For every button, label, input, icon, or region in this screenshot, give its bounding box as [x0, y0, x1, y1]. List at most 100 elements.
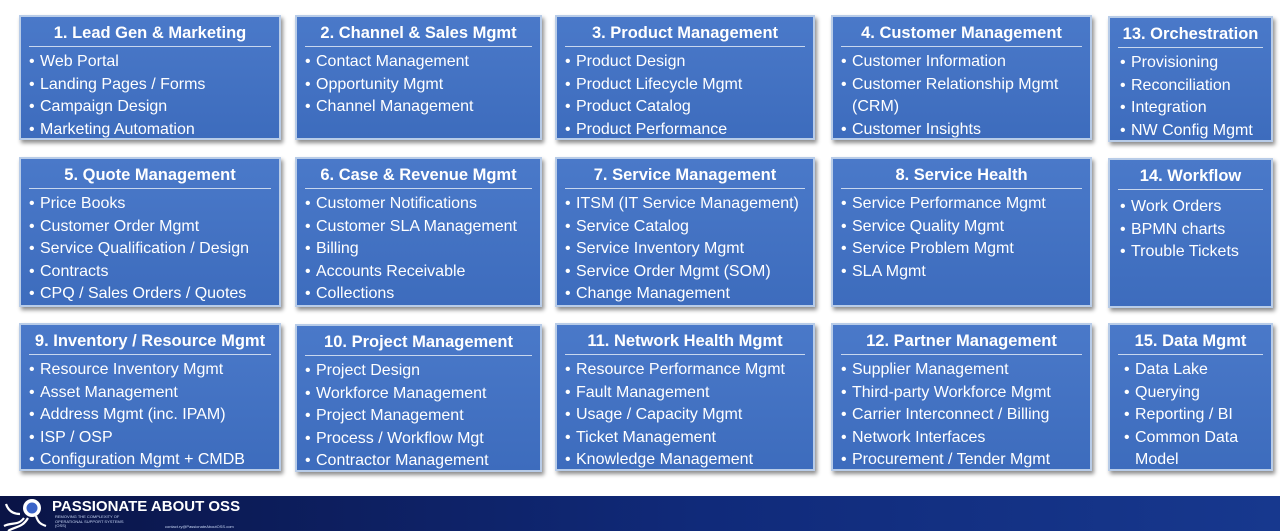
list-item: Resource Inventory Mgmt	[29, 359, 273, 382]
card-service-management: 7. Service Management ITSM (IT Service M…	[555, 157, 815, 307]
list-item: Product Lifecycle Mgmt	[565, 74, 807, 97]
list-item: SLA Mgmt	[841, 261, 1084, 284]
card-list: Data Lake Querying Reporting / BI Common…	[1110, 359, 1271, 469]
card-list: Project Design Workforce Management Proj…	[297, 360, 540, 470]
card-list: Price Books Customer Order Mgmt Service …	[21, 193, 279, 305]
card-workflow: 14. Workflow Work Orders BPMN charts Tro…	[1108, 158, 1273, 308]
list-item: Campaign Design	[29, 96, 273, 119]
capability-grid: 1. Lead Gen & Marketing Web Portal Landi…	[0, 0, 1280, 495]
list-item: Service Problem Mgmt	[841, 238, 1084, 261]
card-divider	[841, 46, 1082, 47]
list-item: Common Data Model	[1124, 427, 1253, 469]
list-item: Service Qualification / Design	[29, 238, 273, 261]
list-item: Billing	[305, 238, 534, 261]
card-title: 2. Channel & Sales Mgmt	[320, 24, 517, 42]
card-title: 9. Inventory / Resource Mgmt	[34, 332, 266, 350]
card-divider	[305, 355, 532, 356]
card-quote-management: 5. Quote Management Price Books Customer…	[19, 157, 281, 307]
list-item: Accounts Receivable	[305, 261, 534, 284]
card-orchestration: 13. Orchestration Provisioning Reconcili…	[1108, 16, 1273, 142]
list-item: Service Performance Mgmt	[841, 193, 1084, 216]
card-title: 6. Case & Revenue Mgmt	[320, 166, 517, 184]
list-item: Procurement / Tender Mgmt	[841, 449, 1084, 469]
card-inventory-resource-mgmt: 9. Inventory / Resource Mgmt Resource In…	[19, 323, 281, 471]
list-item: Fault Management	[565, 382, 807, 405]
list-item: Marketing Automation	[29, 119, 273, 138]
card-divider	[1118, 47, 1263, 48]
card-title: 14. Workflow	[1139, 167, 1242, 185]
footer-banner: PASSIONATE ABOUT OSS REMOVING THE COMPLE…	[0, 496, 1280, 531]
card-project-management: 10. Project Management Project Design Wo…	[295, 324, 542, 472]
card-list: Provisioning Reconciliation Integration …	[1110, 52, 1271, 140]
list-item: CPQ / Sales Orders / Quotes	[29, 283, 273, 305]
list-item: BPMN charts	[1120, 219, 1265, 242]
list-item: Reconciliation	[1120, 75, 1265, 98]
list-item: Opportunity Mgmt	[305, 74, 534, 97]
card-list: Product Design Product Lifecycle Mgmt Pr…	[557, 51, 813, 138]
list-item: Process / Workflow Mgt	[305, 428, 534, 451]
list-item: Customer Relationship Mgmt (CRM)	[841, 74, 1077, 119]
card-list: Customer Notifications Customer SLA Mana…	[297, 193, 540, 305]
list-item: Third-party Workforce Mgmt	[841, 382, 1084, 405]
list-item: Customer Notifications	[305, 193, 534, 216]
list-item: Reporting / BI	[1124, 404, 1265, 427]
card-list: Supplier Management Third-party Workforc…	[833, 359, 1090, 469]
list-item: Contractor Management	[305, 450, 534, 470]
card-partner-management: 12. Partner Management Supplier Manageme…	[831, 323, 1092, 471]
list-item: Provisioning	[1120, 52, 1265, 75]
list-item: Customer Insights	[841, 119, 1084, 138]
card-service-health: 8. Service Health Service Performance Mg…	[831, 157, 1092, 307]
list-item: Contracts	[29, 261, 273, 284]
card-lead-gen-marketing: 1. Lead Gen & Marketing Web Portal Landi…	[19, 15, 281, 140]
list-item: Data Lake	[1124, 359, 1265, 382]
contact-email: contact.ry@PassionateAboutOSS.com	[165, 524, 234, 529]
card-list: Work Orders BPMN charts Trouble Tickets	[1110, 196, 1271, 264]
list-item: Collections	[305, 283, 534, 305]
card-case-revenue-mgmt: 6. Case & Revenue Mgmt Customer Notifica…	[295, 157, 542, 307]
card-divider	[565, 354, 805, 355]
list-item: Network Interfaces	[841, 427, 1084, 450]
card-title: 11. Network Health Mgmt	[587, 332, 783, 350]
list-item: Service Inventory Mgmt	[565, 238, 807, 261]
card-divider	[565, 188, 805, 189]
card-divider	[29, 46, 271, 47]
list-item: Configuration Mgmt + CMDB	[29, 449, 273, 469]
list-item: ITSM (IT Service Management)	[565, 193, 807, 216]
card-title: 12. Partner Management	[866, 332, 1057, 350]
list-item: Knowledge Management	[565, 449, 807, 469]
card-list: Customer Information Customer Relationsh…	[833, 51, 1090, 138]
list-item: Contact Management	[305, 51, 534, 74]
card-divider	[29, 354, 271, 355]
card-title: 5. Quote Management	[64, 166, 236, 184]
card-divider	[565, 46, 805, 47]
card-divider	[1118, 189, 1263, 190]
card-divider	[305, 46, 532, 47]
card-title: 4. Customer Management	[861, 24, 1062, 42]
card-divider	[305, 188, 532, 189]
card-channel-sales-mgmt: 2. Channel & Sales Mgmt Contact Manageme…	[295, 15, 542, 140]
card-divider	[1118, 354, 1263, 355]
card-network-health-mgmt: 11. Network Health Mgmt Resource Perform…	[555, 323, 815, 471]
card-list: Web Portal Landing Pages / Forms Campaig…	[21, 51, 279, 138]
card-title: 15. Data Mgmt	[1134, 332, 1247, 350]
list-item: Price Books	[29, 193, 273, 216]
list-item: Customer SLA Management	[305, 216, 534, 239]
list-item: Product Performance	[565, 119, 807, 138]
list-item: Work Orders	[1120, 196, 1265, 219]
card-list: Resource Performance Mgmt Fault Manageme…	[557, 359, 813, 469]
card-divider	[841, 188, 1082, 189]
list-item: Asset Management	[29, 382, 273, 405]
list-item: Product Design	[565, 51, 807, 74]
list-item: Resource Performance Mgmt	[565, 359, 807, 382]
list-item: Integration	[1120, 97, 1265, 120]
list-item: Service Catalog	[565, 216, 807, 239]
card-divider	[841, 354, 1082, 355]
card-product-management: 3. Product Management Product Design Pro…	[555, 15, 815, 140]
octopus-logo-icon	[3, 499, 47, 531]
list-item: Customer Order Mgmt	[29, 216, 273, 239]
list-item: Customer Information	[841, 51, 1084, 74]
list-item: Web Portal	[29, 51, 273, 74]
card-title: 13. Orchestration	[1122, 25, 1259, 43]
card-title: 8. Service Health	[895, 166, 1028, 184]
card-customer-management: 4. Customer Management Customer Informat…	[831, 15, 1092, 140]
